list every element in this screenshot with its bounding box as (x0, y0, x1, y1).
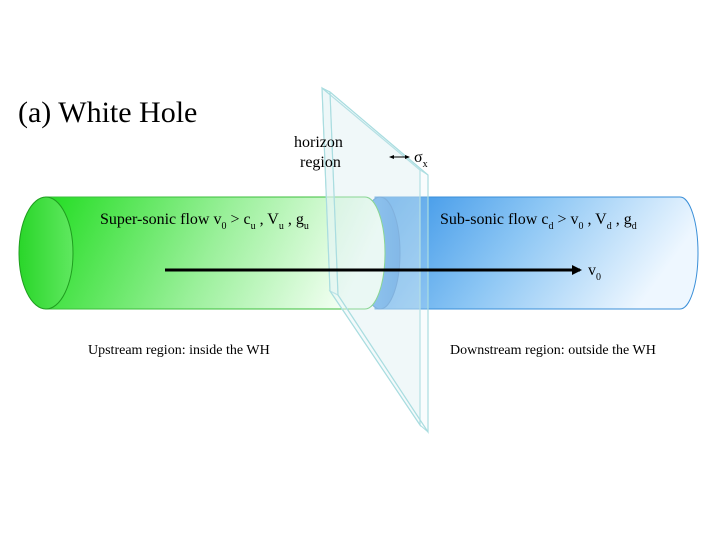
sigma-symbol: σ (414, 149, 423, 166)
diagram-title: (a) White Hole (18, 96, 197, 129)
downstream-flow-subscript: d (632, 221, 637, 232)
upstream-flow-label: Super-sonic flow v0 > cu , Vu , gu (100, 211, 309, 232)
upstream-flow-subscript: u (251, 221, 256, 232)
downstream-flow-subscript: d (607, 221, 612, 232)
horizon-plane (321, 86, 429, 435)
sigma-subscript: x (423, 159, 428, 170)
horizon-label-line1: horizon (294, 134, 343, 151)
downstream-flow-text: , V (583, 211, 607, 228)
upstream-flow-subscript: u (279, 221, 284, 232)
horizon-label-line2: region (300, 154, 341, 171)
upstream-flow-text: > c (226, 211, 250, 228)
upstream-flow-text: Super-sonic flow v (100, 211, 221, 228)
velocity-label: v0 (588, 262, 601, 283)
upstream-flow-subscript: 0 (221, 221, 226, 232)
downstream-flow-text: > v (553, 211, 578, 228)
downstream-flow-text: Sub-sonic flow c (440, 211, 548, 228)
upstream-flow-subscript: u (304, 221, 309, 232)
downstream-caption: Downstream region: outside the WH (450, 343, 656, 358)
upstream-flow-text: , V (256, 211, 280, 228)
sigma-label: σx (414, 149, 428, 170)
upstream-flow-text: , g (284, 211, 304, 228)
velocity-subscript: 0 (596, 272, 601, 283)
downstream-flow-label: Sub-sonic flow cd > v0 , Vd , gd (440, 211, 637, 232)
upstream-cylinder-end (18, 196, 74, 310)
upstream-caption: Upstream region: inside the WH (88, 343, 270, 358)
downstream-flow-text: , g (612, 211, 632, 228)
sigma-marker (389, 155, 410, 159)
velocity-symbol: v (588, 262, 596, 279)
upstream-cylinder (18, 196, 386, 310)
downstream-flow-subscript: 0 (578, 221, 583, 232)
downstream-flow-subscript: d (548, 221, 553, 232)
